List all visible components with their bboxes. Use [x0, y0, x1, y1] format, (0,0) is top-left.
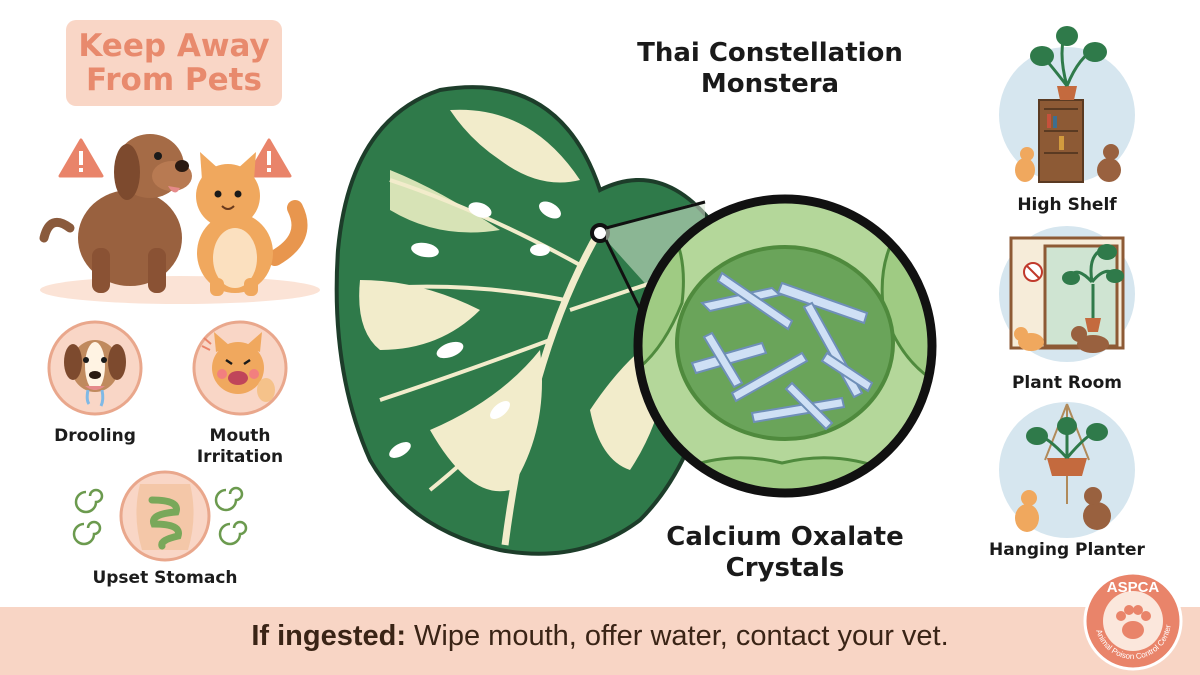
cat-icon — [196, 152, 308, 296]
aspca-acronym: ASPCA — [1107, 579, 1160, 596]
warning-line1: Keep Away — [78, 28, 270, 64]
warning-triangle-icon — [58, 138, 104, 178]
plant-room-illustration — [999, 226, 1135, 362]
crystals-caption: Calcium Oxalate Crystals — [630, 522, 940, 584]
symptom-drooling-label: Drooling — [54, 426, 136, 446]
warning-line2: From Pets — [86, 62, 262, 98]
upset-stomach-icon — [72, 470, 248, 562]
dog-icon — [39, 134, 192, 293]
aspca-seal: ASPCA Animal Poison Control Center — [1083, 571, 1183, 671]
plant-title: Thai Constellation Monstera — [620, 38, 920, 100]
mouth-irritation-line2: Irritation — [196, 447, 284, 467]
drooling-dog-icon — [47, 320, 143, 416]
plant-title-line1: Thai Constellation — [637, 38, 903, 68]
dog-and-cat-illustration — [39, 134, 320, 304]
keep-away-badge: Keep Away From Pets — [66, 20, 282, 106]
placement-high-shelf-label: High Shelf — [1017, 195, 1117, 215]
footer-instruction: If ingested: Wipe mouth, offer water, co… — [0, 620, 1200, 653]
crystals-line2: Crystals — [725, 553, 845, 583]
footer-instruction-rest: Wipe mouth, offer water, contact your ve… — [406, 620, 949, 652]
footer-bold-lead: If ingested: — [251, 620, 406, 652]
hanging-planter-illustration — [999, 402, 1135, 538]
placement-hanging-planter-label: Hanging Planter — [989, 540, 1145, 560]
mouth-irritation-cat-icon — [192, 320, 288, 416]
symptom-mouth-irritation-label: Mouth Irritation — [180, 426, 300, 468]
warning-triangle-icon — [246, 138, 292, 178]
placement-plant-room-label: Plant Room — [1011, 373, 1123, 393]
footer-banner — [0, 607, 1200, 675]
mouth-irritation-line1: Mouth — [209, 426, 271, 446]
symptom-upset-stomach-label: Upset Stomach — [92, 568, 238, 588]
paw-icon — [1116, 605, 1151, 639]
high-shelf-illustration — [999, 26, 1135, 183]
calcium-oxalate-magnifier — [633, 194, 937, 498]
plant-title-line2: Monstera — [700, 69, 840, 99]
crystals-line1: Calcium Oxalate — [666, 522, 904, 552]
